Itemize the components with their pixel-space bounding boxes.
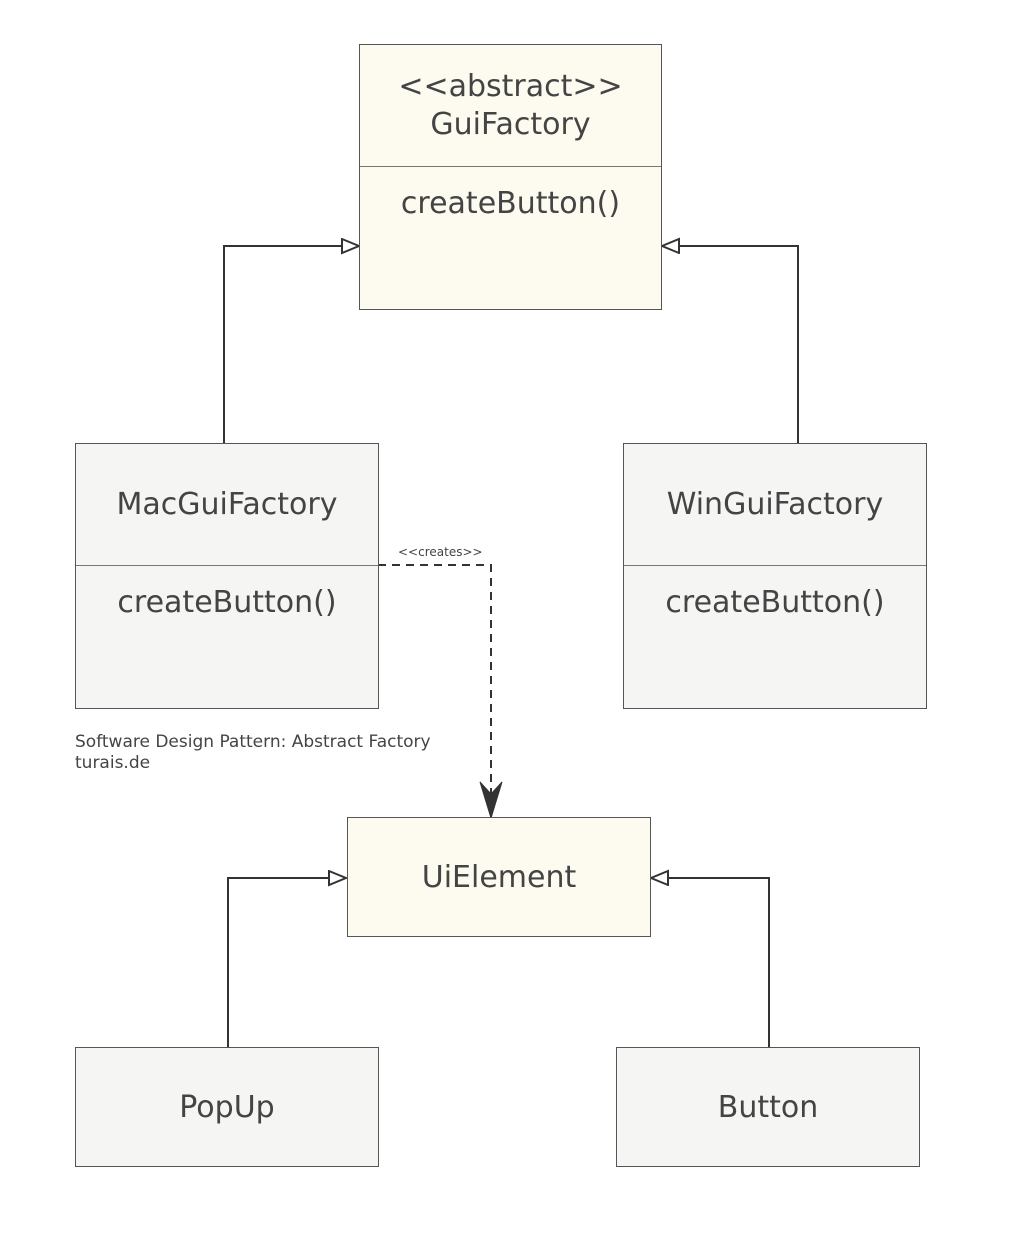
class-mac-gui-factory-header: MacGuiFactory (76, 444, 378, 566)
caption-title: Software Design Pattern: Abstract Factor… (75, 732, 431, 752)
dependency-label: <<creates>> (398, 545, 483, 559)
generalization-win-to-guifactory (662, 246, 799, 444)
class-mac-gui-factory-name: MacGuiFactory (116, 486, 338, 522)
class-win-gui-factory-name: WinGuiFactory (666, 486, 884, 522)
class-gui-factory-name: GuiFactory (430, 106, 591, 142)
class-win-gui-factory-header: WinGuiFactory (624, 444, 926, 566)
class-ui-element-name: UiElement (421, 859, 577, 895)
class-button: Button (616, 1047, 920, 1167)
class-win-gui-factory-operations: createButton() (624, 566, 926, 622)
class-mac-gui-factory: MacGuiFactory createButton() (75, 443, 379, 709)
class-popup-name: PopUp (179, 1089, 275, 1125)
class-gui-factory-stereotype: <<abstract>> (398, 68, 623, 104)
class-button-name: Button (717, 1089, 819, 1125)
class-win-gui-factory: WinGuiFactory createButton() (623, 443, 927, 709)
diagram-caption: Software Design Pattern: Abstract Factor… (75, 732, 431, 774)
class-ui-element: UiElement (347, 817, 651, 937)
class-mac-gui-factory-operation: createButton() (117, 585, 337, 620)
generalization-popup-to-uielement (227, 878, 346, 1047)
generalization-mac-to-guifactory (223, 246, 359, 444)
dependency-creates (378, 564, 503, 820)
class-mac-gui-factory-operations: createButton() (76, 566, 378, 622)
class-gui-factory-operation: createButton() (400, 186, 621, 221)
class-gui-factory: <<abstract>> GuiFactory createButton() (359, 44, 662, 310)
generalization-button-to-uielement (651, 878, 770, 1047)
class-popup: PopUp (75, 1047, 379, 1167)
class-win-gui-factory-operation: createButton() (665, 585, 885, 620)
class-gui-factory-operations: createButton() (360, 167, 661, 223)
class-gui-factory-header: <<abstract>> GuiFactory (360, 45, 661, 167)
caption-site: turais.de (75, 753, 151, 773)
